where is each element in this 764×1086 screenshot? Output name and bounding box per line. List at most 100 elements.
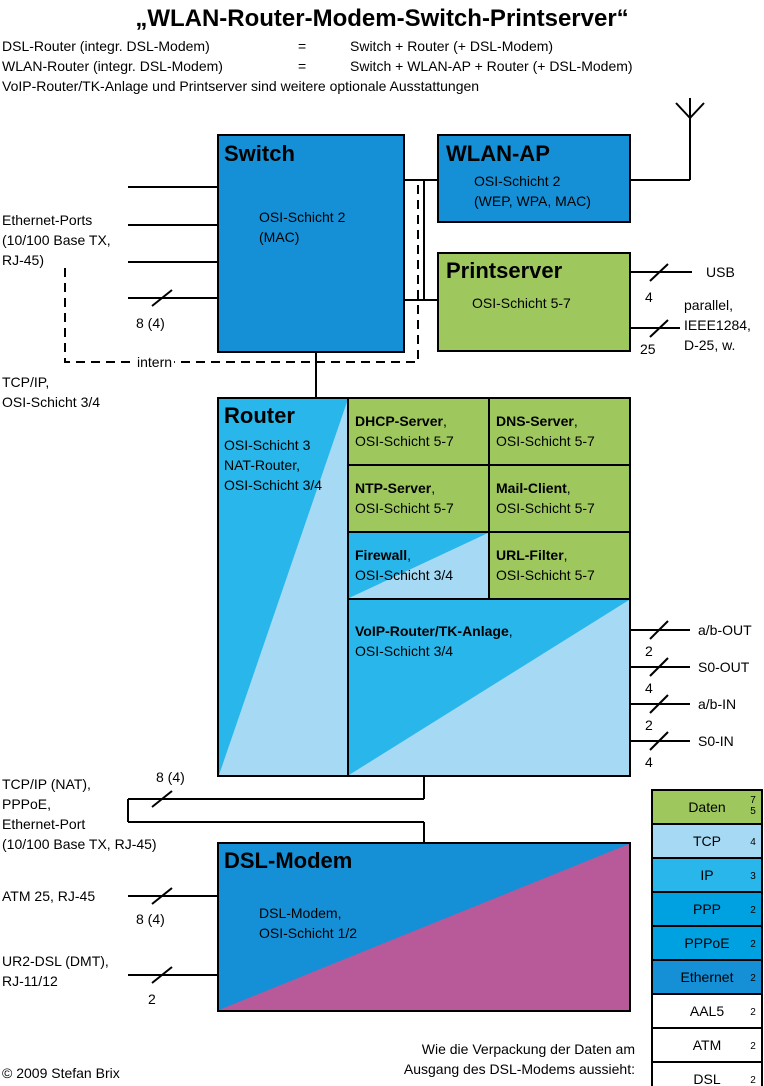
copyright: © 2009 Stefan Brix — [2, 1065, 120, 1081]
svg-text:Firewall,: Firewall, — [355, 547, 411, 563]
svg-text:Mail-Client,: Mail-Client, — [496, 480, 571, 496]
dsl-label-1: UR2-DSL (DMT), — [2, 953, 109, 969]
ethernet-ports-label-3: RJ-45) — [2, 252, 44, 268]
service-dns — [488, 397, 631, 466]
stack-layer-number: 2 — [750, 1007, 756, 1018]
header-line-2-right: Switch + WLAN-AP + Router (+ DSL-Modem) — [350, 58, 633, 74]
stack-layer-name: TCP — [693, 833, 721, 849]
phone-port-ab-in: a/b-IN — [698, 696, 736, 712]
printserver-layer: OSI-Schicht 5-7 — [472, 295, 571, 311]
printserver-title: Printserver — [446, 258, 563, 283]
router-line-1: OSI-Schicht 3 — [224, 437, 311, 453]
stack-layer-ip — [651, 857, 763, 893]
dsl-modem-line-1: DSL-Modem, — [259, 905, 341, 921]
connection-lines — [127, 98, 705, 984]
svg-text:DNS-Server,: DNS-Server, — [496, 413, 578, 429]
wlan-ap-box — [437, 134, 631, 223]
service-firewall-name: Firewall — [355, 547, 407, 563]
router-line-2: NAT-Router, — [224, 457, 300, 473]
stack-layer-dsl — [651, 1061, 763, 1086]
stack-layer-tcp — [651, 823, 763, 859]
switch-title: Switch — [224, 141, 295, 166]
service-firewall-layer: OSI-Schicht 3/4 — [355, 567, 453, 583]
header-note: VoIP-Router/TK-Anlage und Printserver si… — [2, 78, 479, 94]
voip-layer: OSI-Schicht 3/4 — [355, 643, 453, 659]
service-ntp-name: NTP-Server — [355, 480, 432, 496]
service-mail-name: Mail-Client — [496, 480, 567, 496]
dsl-modem-title: DSL-Modem — [224, 848, 352, 873]
service-url-filter — [488, 531, 631, 600]
svg-text:VoIP-Router/TK-Anlage,: VoIP-Router/TK-Anlage, — [355, 623, 513, 639]
router-line-3: OSI-Schicht 3/4 — [224, 477, 322, 493]
service-dhcp — [347, 397, 490, 466]
phone-port-s0-out: S0-OUT — [698, 659, 750, 675]
printserver-box — [437, 252, 631, 352]
atm-label: ATM 25, RJ-45 — [2, 888, 95, 904]
stack-layer-number: 2 — [750, 1075, 756, 1086]
firewall-light-triangle — [349, 533, 488, 598]
stack-layer-number: 2 — [750, 939, 756, 950]
dsl-count: 2 — [148, 991, 156, 1007]
tcpip-label-2: OSI-Schicht 3/4 — [2, 394, 100, 410]
stack-layer-number: 2 — [750, 905, 756, 916]
stack-layer-daten — [651, 789, 763, 825]
stack-layer-number: 4 — [750, 837, 756, 848]
parallel-label-1: parallel, — [684, 297, 733, 313]
tcpip-label-1: TCP/IP, — [2, 374, 49, 390]
wan-label-4: (10/100 Base TX, RJ-45) — [2, 836, 157, 852]
wan-label-1: TCP/IP (NAT), — [2, 776, 91, 792]
stack-layer-name: Daten — [688, 799, 725, 815]
wlan-ap-title: WLAN-AP — [446, 141, 550, 166]
service-dns-layer: OSI-Schicht 5-7 — [496, 433, 595, 449]
stack-layer-aal5 — [651, 993, 763, 1029]
service-dns-name: DNS-Server — [496, 413, 574, 429]
ethernet-ports-label-1: Ethernet-Ports — [2, 212, 92, 228]
stack-layer-number: 7 — [750, 795, 756, 806]
service-url-filter-name: URL-Filter — [496, 547, 564, 563]
parallel-count: 25 — [640, 341, 656, 357]
wan-count: 8 (4) — [156, 769, 185, 785]
stack-layer-number: 5 — [750, 806, 756, 817]
dsl-label-2: RJ-11/12 — [2, 973, 58, 989]
phone-port-s0-in-count: 4 — [645, 754, 653, 770]
usb-label: USB — [706, 264, 735, 280]
phone-port-ab-in-count: 2 — [645, 717, 653, 733]
stack-layer-number: 2 — [750, 973, 756, 984]
service-ntp — [347, 464, 490, 533]
stack-layer-name: PPPoE — [684, 935, 729, 951]
stack-caption-1: Wie die Verpackung der Daten am — [422, 1041, 635, 1057]
stack-layer-atm — [651, 1027, 763, 1063]
service-dhcp-name: DHCP-Server — [355, 413, 443, 429]
router-title: Router — [224, 403, 295, 428]
parallel-label-2: IEEE1284, — [684, 317, 751, 333]
svg-text:DHCP-Server,: DHCP-Server, — [355, 413, 447, 429]
switch-bus-count: 8 (4) — [136, 315, 165, 331]
service-dhcp-layer: OSI-Schicht 5-7 — [355, 433, 454, 449]
wlan-ap-detail: (WEP, WPA, MAC) — [474, 193, 591, 209]
phone-port-s0-out-count: 4 — [645, 680, 653, 696]
phone-port-s0-in: S0-IN — [698, 733, 734, 749]
stack-layer-number: 2 — [750, 1041, 756, 1052]
voip-light-triangle — [349, 600, 629, 775]
switch-detail: (MAC) — [259, 229, 299, 245]
svg-text:URL-Filter,: URL-Filter, — [496, 547, 568, 563]
intern-label: intern — [137, 354, 172, 370]
wan-label-3: Ethernet-Port — [2, 816, 85, 832]
stack-layer-ethernet — [651, 959, 763, 995]
usb-count: 4 — [645, 289, 653, 305]
wan-label-2: PPPoE, — [2, 796, 51, 812]
stack-layer-name: Ethernet — [681, 969, 734, 985]
dsl-modem-line-2: OSI-Schicht 1/2 — [259, 925, 357, 941]
stack-layer-name: DSL — [693, 1071, 720, 1086]
stack-layer-name: PPP — [693, 901, 721, 917]
phone-port-ab-out: a/b-OUT — [698, 622, 752, 638]
stack-layer-name: ATM — [693, 1037, 722, 1053]
diagram-title: „WLAN-Router-Modem-Switch-Printserver“ — [135, 5, 628, 32]
header-line-1-left: DSL-Router (integr. DSL-Modem) — [2, 38, 210, 54]
stack-layer-name: IP — [700, 867, 713, 883]
header-line-1-eq: = — [298, 38, 306, 54]
ethernet-ports-label-2: (10/100 Base TX, — [2, 232, 111, 248]
stack-layer-name: AAL5 — [690, 1003, 724, 1019]
